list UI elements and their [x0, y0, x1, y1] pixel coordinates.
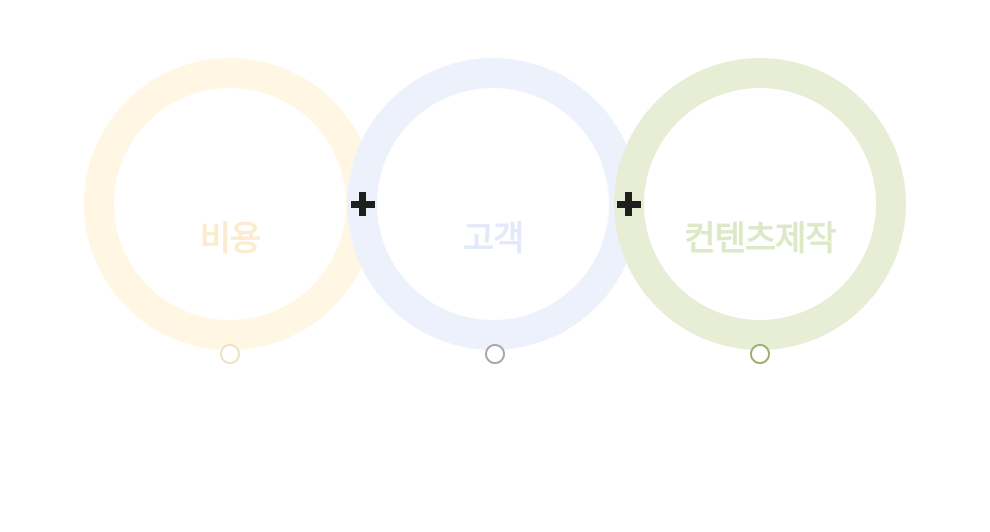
ring-label-customer: 고객: [462, 218, 525, 259]
ring-content-production: 컨텐츠제작: [614, 58, 906, 350]
ring-label-content-production: 컨텐츠제작: [684, 218, 836, 259]
plus-icon: [351, 192, 375, 216]
ring-label-cost: 비용: [199, 218, 262, 259]
marker-dot-customer: [485, 344, 505, 364]
marker-dot-content-production: [750, 344, 770, 364]
plus-icon: [617, 192, 641, 216]
ring-cost: 비용: [84, 58, 376, 350]
marker-dot-cost: [220, 344, 240, 364]
ring-customer: 고객: [347, 58, 639, 350]
